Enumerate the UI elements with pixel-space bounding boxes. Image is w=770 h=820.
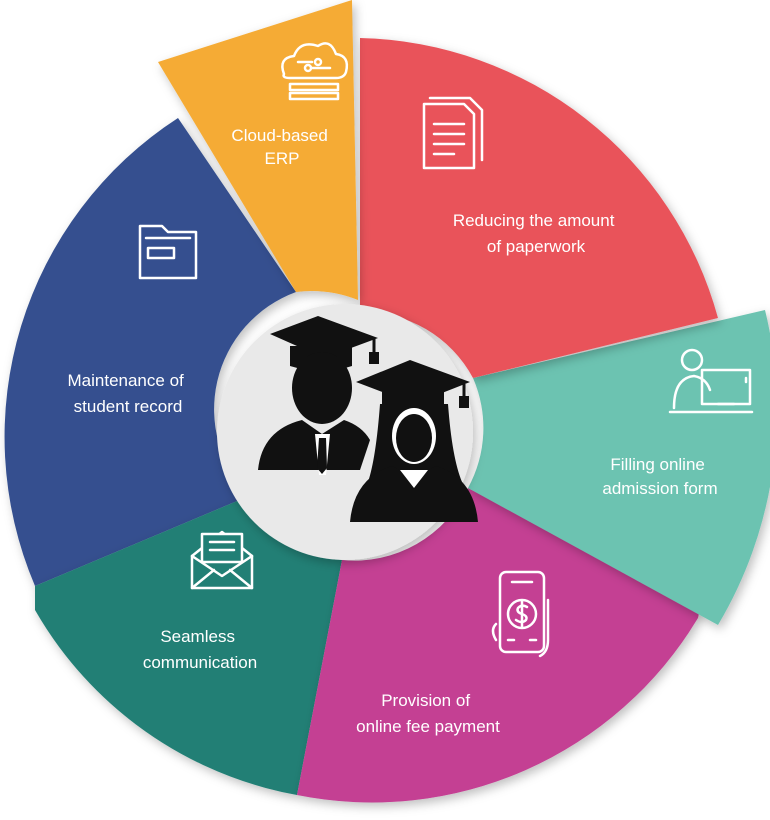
cloud-segment xyxy=(158,0,358,300)
records-label: Maintenance of student record xyxy=(68,371,189,416)
graduates-icon xyxy=(258,316,478,522)
mobile-payment-icon xyxy=(491,570,550,658)
admission-label: Filling online admission form xyxy=(602,455,717,498)
cloud-label: Cloud-based ERP xyxy=(231,126,332,168)
communication-label: Seamless communication xyxy=(143,627,257,672)
paperwork-label: Reducing the amount of paperwork xyxy=(453,211,619,256)
payment-label: Provision of online fee payment xyxy=(356,691,500,736)
payment-segment xyxy=(297,488,700,803)
admission-segment xyxy=(468,310,770,625)
document-icon xyxy=(422,96,484,170)
communication-segment xyxy=(35,496,342,795)
cloud-network-icon xyxy=(281,42,349,101)
person-at-computer-icon xyxy=(668,348,754,414)
file-cabinet-icon xyxy=(138,224,198,280)
envelope-icon xyxy=(190,530,254,590)
